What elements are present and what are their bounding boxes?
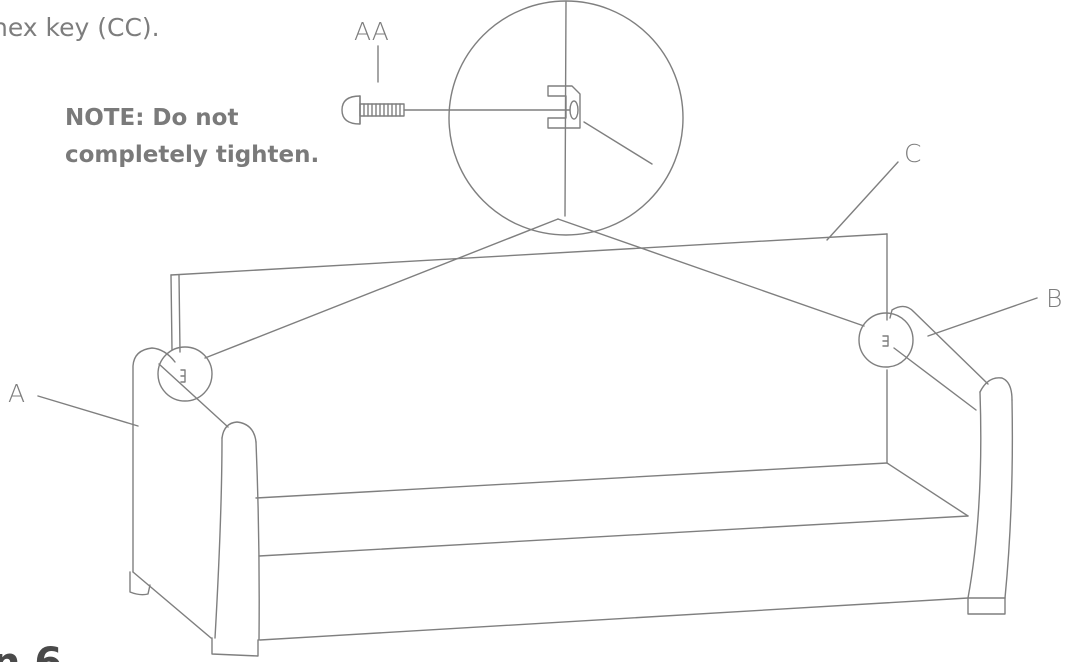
sofa-back-panel-c bbox=[170, 233, 888, 464]
label-a: A bbox=[8, 379, 25, 408]
intro-text: hex key (CC). bbox=[0, 13, 160, 42]
left-detail-circle bbox=[157, 346, 213, 402]
note-line-2: completely tighten. bbox=[65, 142, 319, 168]
left-armrest-a bbox=[129, 347, 260, 657]
detail-magnifier bbox=[204, 0, 865, 359]
label-c: C bbox=[904, 139, 921, 168]
label-b: B bbox=[1046, 284, 1062, 313]
right-armrest-b bbox=[889, 305, 1014, 615]
sofa-seat bbox=[255, 462, 969, 641]
label-leader-lines bbox=[37, 45, 1038, 427]
right-detail-circle bbox=[858, 312, 914, 368]
label-aa: AA bbox=[354, 17, 389, 46]
step-heading: n 6 bbox=[0, 640, 62, 662]
note-line-1: NOTE: Do not bbox=[65, 105, 238, 131]
bolt-aa bbox=[341, 95, 571, 125]
